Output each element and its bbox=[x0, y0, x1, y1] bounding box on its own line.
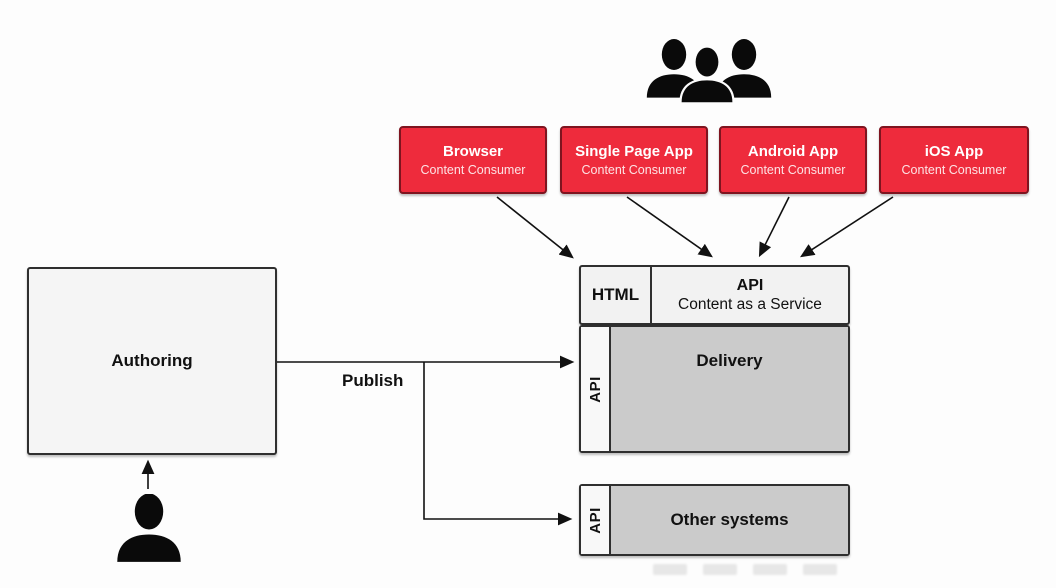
other-systems-label: Other systems bbox=[670, 510, 789, 529]
arrow-browser-to-caas bbox=[496, 196, 574, 259]
caas-api-subtitle: Content as a Service bbox=[678, 296, 822, 313]
consumer-box-single-page-app: Single Page App Content Consumer bbox=[560, 126, 708, 194]
arrow-android-to-caas bbox=[758, 196, 790, 258]
delivery-box: API Delivery bbox=[579, 325, 850, 453]
delivery-cell: Delivery bbox=[611, 327, 848, 451]
other-systems-api-label: API bbox=[586, 506, 604, 534]
delivery-label: Delivery bbox=[696, 351, 763, 370]
consumer-arrows bbox=[496, 196, 894, 259]
delivery-api-label: API bbox=[586, 375, 604, 403]
arrow-publish-branch-to-other-systems bbox=[423, 362, 573, 526]
caas-api-cell: API Content as a Service bbox=[652, 267, 848, 323]
other-systems-cell: Other systems bbox=[611, 486, 848, 554]
consumer-subtitle: Content Consumer bbox=[740, 162, 846, 177]
other-systems-box: API Other systems bbox=[579, 484, 850, 556]
consumer-subtitle: Content Consumer bbox=[581, 162, 687, 177]
arrow-spa-to-caas bbox=[626, 196, 713, 258]
publish-label: Publish bbox=[342, 371, 404, 390]
consumer-box-browser: Browser Content Consumer bbox=[399, 126, 547, 194]
other-systems-api-strip: API bbox=[581, 486, 611, 554]
html-cell: HTML bbox=[581, 267, 652, 323]
arrow-ios-to-caas bbox=[799, 196, 894, 258]
caas-box: HTML API Content as a Service bbox=[579, 265, 850, 325]
caas-api-label: API bbox=[736, 277, 764, 294]
users-group-icon bbox=[646, 39, 772, 102]
consumer-title: Single Page App bbox=[575, 142, 693, 160]
consumer-title: Android App bbox=[747, 142, 839, 160]
consumer-title: Browser bbox=[442, 142, 504, 160]
user-icon bbox=[117, 494, 181, 562]
delivery-api-strip: API bbox=[581, 327, 611, 451]
consumer-box-ios-app: iOS App Content Consumer bbox=[879, 126, 1029, 194]
consumer-subtitle: Content Consumer bbox=[901, 162, 1007, 177]
authoring-label: Authoring bbox=[111, 351, 193, 370]
authoring-box: Authoring bbox=[27, 267, 277, 455]
watermark-artifact bbox=[653, 564, 837, 575]
consumer-box-android-app: Android App Content Consumer bbox=[719, 126, 867, 194]
consumer-title: iOS App bbox=[924, 142, 984, 160]
consumer-subtitle: Content Consumer bbox=[420, 162, 526, 177]
